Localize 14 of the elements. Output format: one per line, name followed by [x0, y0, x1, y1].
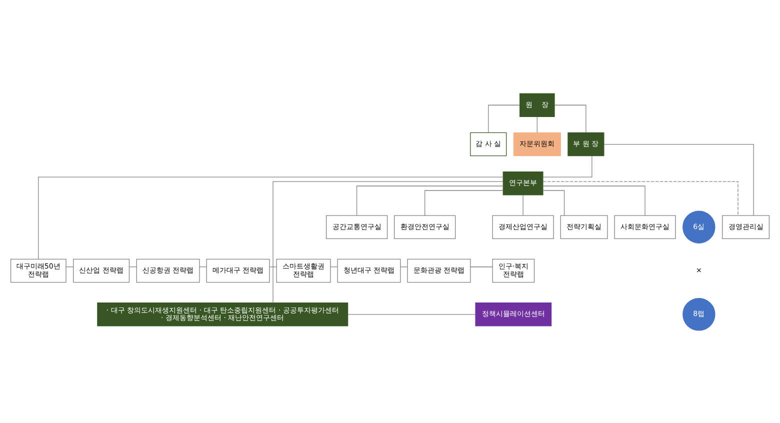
connector	[356, 185, 504, 216]
connector	[424, 190, 504, 216]
connector	[542, 185, 646, 216]
connector	[554, 104, 586, 132]
connector	[38, 176, 504, 259]
connector	[542, 180, 738, 216]
connector	[542, 190, 565, 216]
connector	[604, 143, 754, 216]
connector	[542, 155, 592, 177]
connector	[522, 194, 524, 216]
connector	[488, 104, 520, 132]
connector	[536, 116, 538, 132]
connector	[470, 266, 493, 267]
connector	[272, 180, 504, 303]
